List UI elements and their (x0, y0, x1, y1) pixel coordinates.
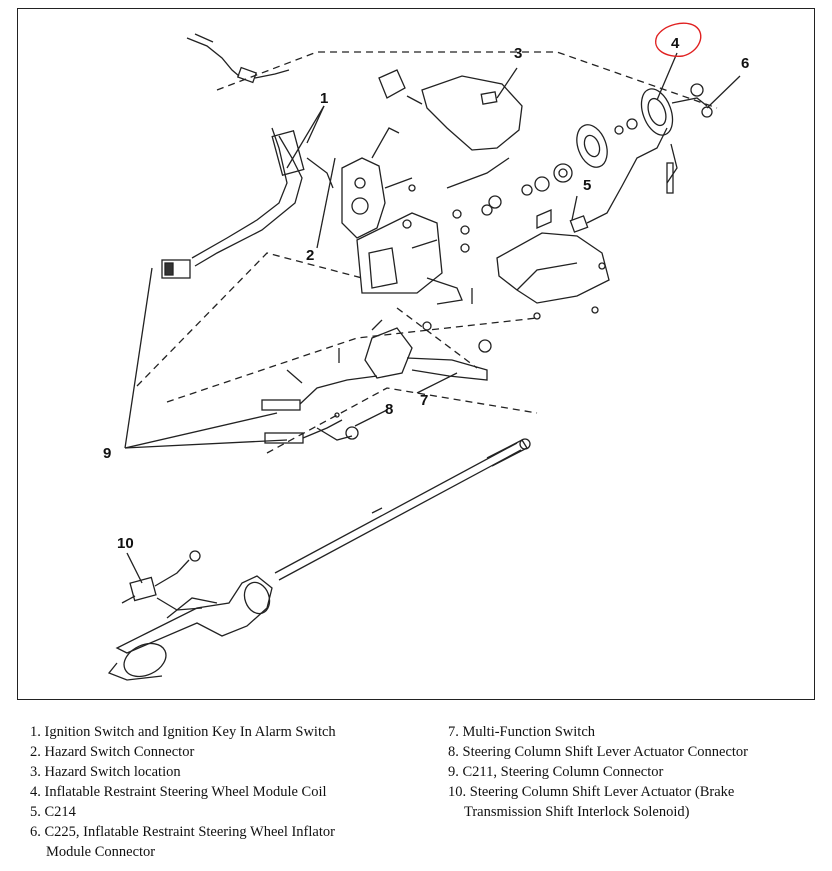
small-hardware (402, 157, 573, 353)
callout-1: 1 (320, 90, 328, 107)
ignition-switch-assembly (161, 33, 334, 279)
legend-item-7: 7. Multi-Function Switch (448, 724, 596, 740)
legend-item-9: 9. C211, Steering Column Connector (448, 764, 664, 780)
legend-item-8: 8. Steering Column Shift Lever Actuator … (448, 744, 749, 760)
callout-9: 9 (103, 445, 111, 462)
diagram-frame (17, 8, 815, 700)
lower-column-jacket (107, 575, 273, 681)
legend-item-3: 3. Hazard Switch location (30, 764, 181, 780)
callout-3: 3 (514, 45, 522, 62)
legend-item-10-continued: Transmission Shift Interlock Solenoid) (464, 804, 690, 820)
legend-item-6-continued: Module Connector (46, 844, 156, 860)
steering-shaft (274, 438, 531, 581)
upper-shroud (378, 69, 523, 151)
legend-left-column: 1. Ignition Switch and Ignition Key In A… (30, 722, 430, 862)
callout-6: 6 (741, 55, 749, 72)
legend-right-column: 7. Multi-Function Switch 8. Steering Col… (448, 722, 818, 822)
legend-item-6: 6. C225, Inflatable Restraint Steering W… (30, 824, 335, 840)
module-coil-assembly (576, 83, 713, 224)
connector-c214 (569, 215, 589, 233)
callout-4: 4 (671, 35, 680, 52)
lower-shroud (496, 232, 610, 320)
column-housing (356, 212, 473, 305)
legend-item-4: 4. Inflatable Restraint Steering Wheel M… (30, 784, 327, 800)
dashed-guide-lines (136, 51, 718, 454)
hazard-switch-housing (341, 127, 413, 239)
legend-item-5: 5. C214 (30, 804, 76, 820)
callout-leader-lines (124, 52, 741, 584)
red-annotation-circle (655, 22, 702, 57)
legend-item-10: 10. Steering Column Shift Lever Actuator… (448, 784, 735, 800)
legend-item-2: 2. Hazard Switch Connector (30, 744, 195, 760)
callout-7: 7 (420, 392, 428, 409)
callout-10: 10 (117, 535, 134, 552)
shift-lever-and-c211-connectors (261, 375, 378, 444)
legend-item-1: 1. Ignition Switch and Ignition Key In A… (30, 724, 336, 740)
callout-2: 2 (306, 247, 314, 264)
callout-8: 8 (385, 401, 393, 418)
callout-5: 5 (583, 177, 591, 194)
interlock-solenoid (121, 550, 203, 611)
multi-function-switch (286, 319, 488, 384)
steering-column-exploded-diagram: 1 2 3 4 6 5 7 8 9 10 (103, 22, 749, 681)
